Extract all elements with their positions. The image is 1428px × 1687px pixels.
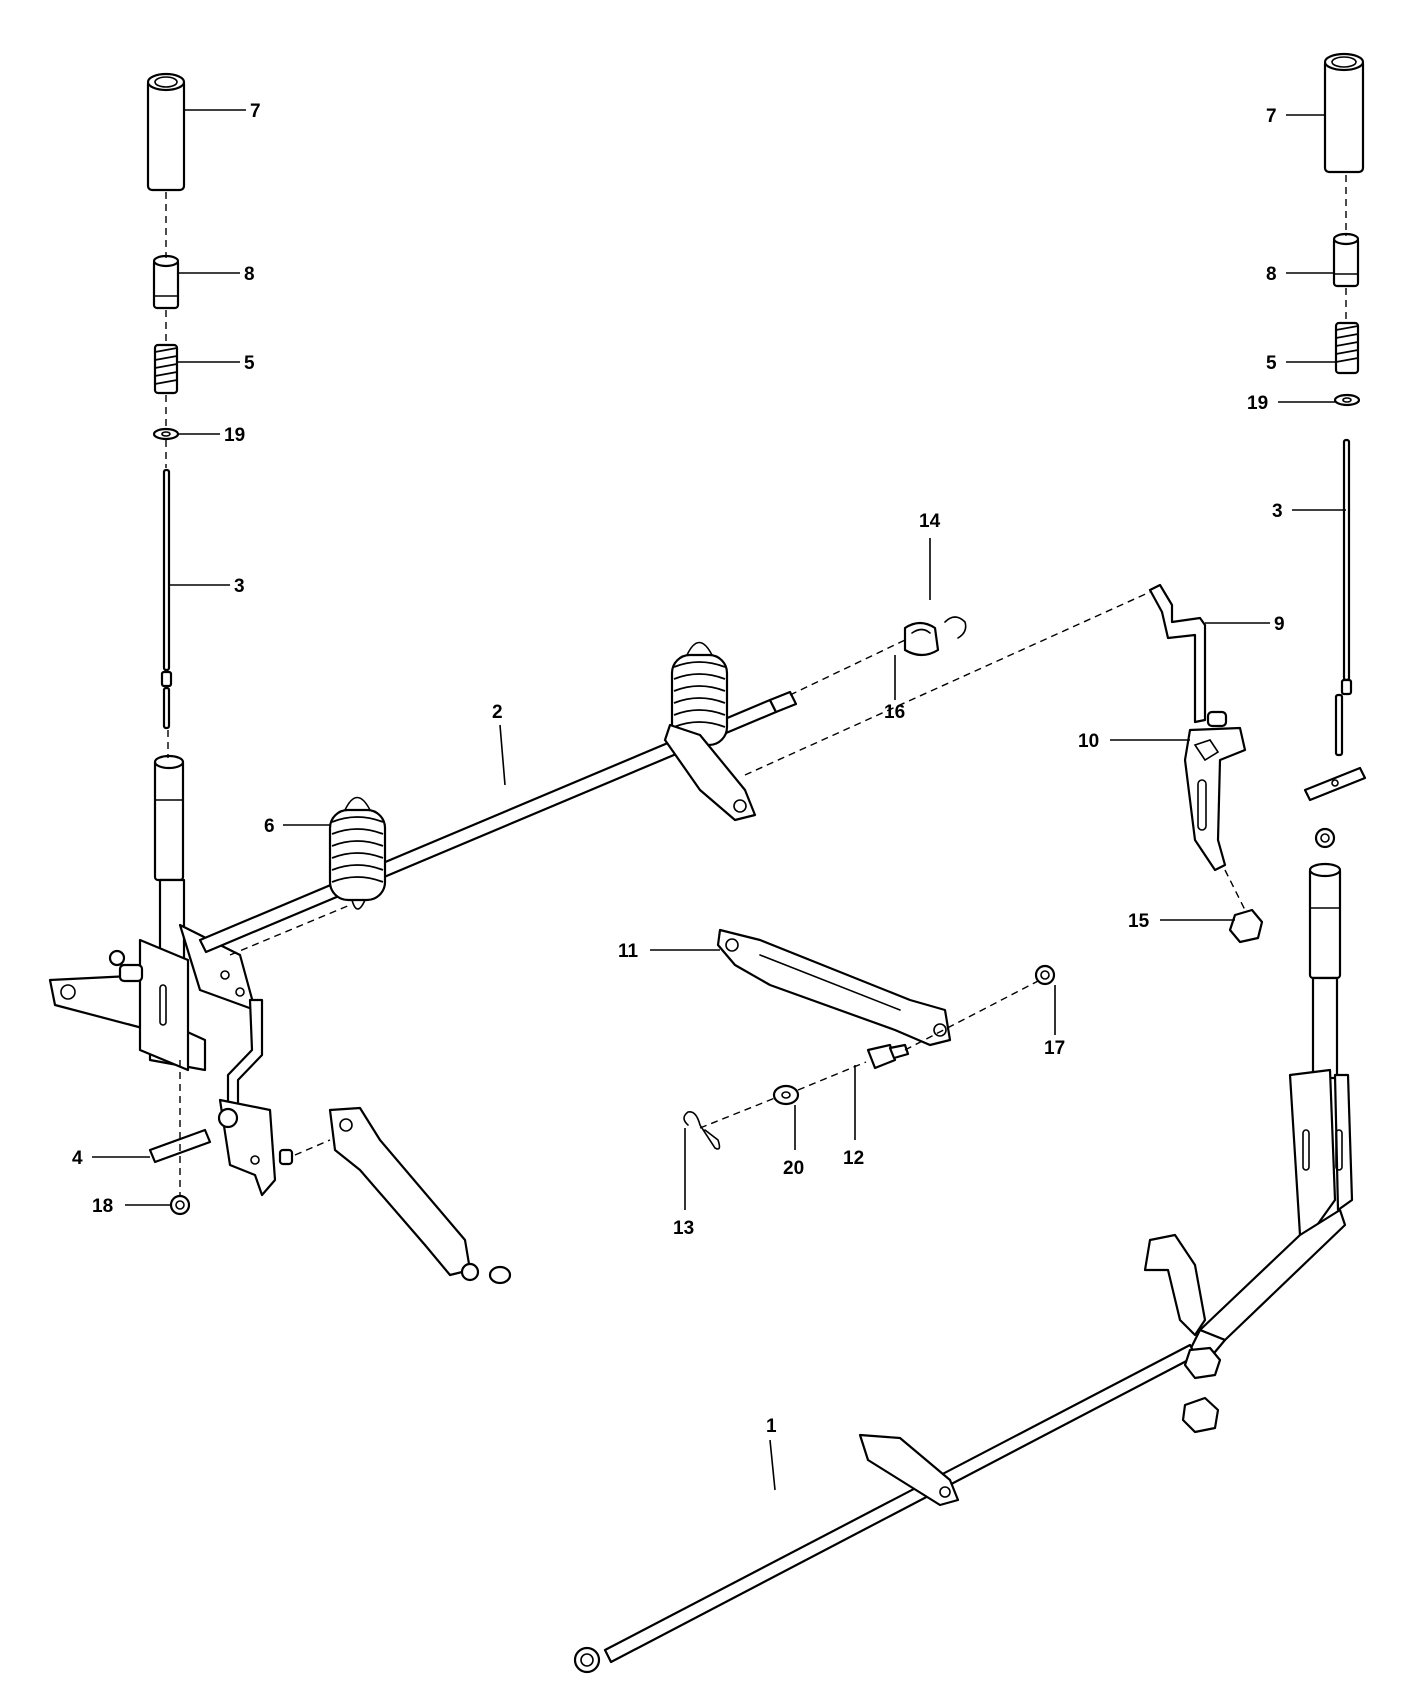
lower-shaft-assembly [573,1233,1222,1674]
callout-18: 18 [92,1196,113,1217]
pin-12 [866,1043,910,1070]
right-grip [1323,52,1365,174]
right-washer [1333,393,1361,407]
left-washer [152,427,180,441]
left-rod [160,468,173,730]
callout-15: 15 [1128,911,1150,932]
callout-7-right: 7 [1266,106,1277,127]
callout-14: 14 [919,511,941,532]
washer-20 [772,1084,800,1106]
right-bracket [1188,1068,1354,1360]
callout-10: 10 [1078,731,1099,752]
callout-13: 13 [673,1218,694,1239]
right-lever-assembly [1188,52,1367,1360]
right-lever-tube [1308,862,1342,1080]
right-rod [1334,438,1353,757]
callout-19-left: 19 [224,425,245,446]
left-sleeve [152,254,180,310]
callout-5-left: 5 [244,353,255,374]
left-lower-arm [328,1106,512,1285]
callout-8-left: 8 [244,264,255,285]
callout-3-left: 3 [234,576,245,597]
callout-16: 16 [884,702,905,723]
assembly-lines [165,175,1347,1195]
callout-leaders [92,109,1346,1491]
callout-6: 6 [264,816,275,837]
callout-3-right: 3 [1272,501,1283,522]
callout-2: 2 [492,702,503,723]
spring-6 [328,796,387,910]
callout-9: 9 [1274,614,1285,635]
clip-16 [903,621,940,657]
callout-11: 11 [618,941,639,962]
nut-15 [1228,908,1264,944]
callout-20: 20 [783,1158,804,1179]
right-nut [1314,827,1336,849]
right-pin [1303,766,1367,802]
callout-4: 4 [72,1148,83,1169]
link-11 [716,928,952,1047]
callout-5-right: 5 [1266,353,1277,374]
callout-7-left: 7 [250,101,261,122]
clip-13 [683,1110,721,1150]
callout-8-right: 8 [1266,264,1277,285]
callout-19-right: 19 [1247,393,1268,414]
right-sleeve [1332,232,1360,288]
left-lever-assembly [48,72,512,1285]
left-small-spring [153,343,179,395]
rod-9 [1148,583,1207,724]
upper-shaft-assembly [198,641,798,954]
nut-17 [1034,964,1056,986]
callout-17: 17 [1044,1038,1065,1059]
ring-14 [944,616,967,639]
callout-1: 1 [766,1416,777,1437]
bracket-10 [1183,710,1247,872]
left-grip [146,72,186,192]
right-small-spring [1334,321,1360,375]
callout-labels: 7 8 5 19 3 4 18 6 2 7 8 5 19 3 9 10 15 1… [72,101,1285,1437]
left-bracket [48,923,257,1072]
callout-12: 12 [843,1148,864,1169]
